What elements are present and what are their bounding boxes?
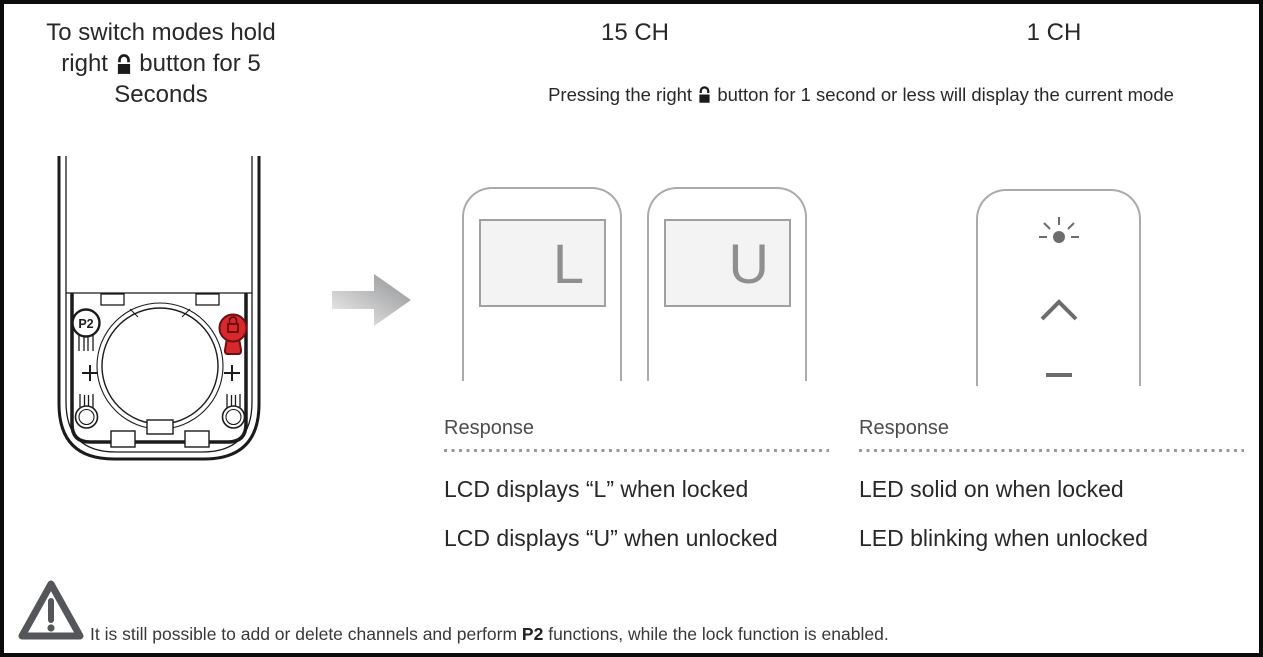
footer-note: It is still possible to add or delete ch… — [90, 624, 889, 644]
lcd-letter-unlocked: U — [728, 231, 769, 295]
lock-icon — [227, 316, 239, 333]
dotted-divider — [444, 449, 829, 452]
lcd-letter-locked: L — [552, 231, 584, 295]
mode-switch-instruction: To switch modes hold right button for 5 … — [28, 17, 294, 110]
response-section-lcd: Response LCD displays “L” when locked LC… — [444, 417, 829, 550]
p2-label: P2 — [78, 317, 93, 331]
response-item: LED blinking when unlocked — [859, 525, 1148, 551]
response-section-led: Response LED solid on when locked LED bl… — [859, 417, 1244, 550]
plus-marks — [82, 365, 240, 381]
remote-body-outline — [57, 156, 261, 461]
arrow-right-icon — [332, 272, 412, 333]
lcd-screen-locked: L — [479, 219, 606, 307]
lock-icon — [115, 50, 133, 77]
bottom-keyholes — [74, 394, 246, 429]
remote-led-diagram — [976, 189, 1141, 386]
chevron-up-icon — [1040, 299, 1078, 321]
lock-icon — [697, 84, 712, 105]
instruction-line-2: right button for 5 — [61, 50, 261, 77]
remote-back-diagram: P2 — [54, 156, 264, 471]
instruction-line-3: Seconds — [114, 81, 208, 108]
lcd-screen-unlocked: U — [664, 219, 791, 307]
response-heading: Response — [444, 417, 535, 439]
response-item: LCD displays “L” when locked — [444, 476, 749, 502]
response-item: LED solid on when locked — [859, 476, 1124, 502]
current-mode-note: Pressing the right button for 1 second o… — [548, 84, 1174, 105]
mode-1ch-heading: 1 CH — [1026, 19, 1082, 46]
remote-lcd-unlocked: U — [647, 187, 807, 381]
remote-lcd-locked: L — [462, 187, 622, 381]
battery-icon — [96, 302, 224, 435]
battery-compartment-rim — [70, 293, 248, 444]
mode-15ch-heading: 15 CH — [600, 19, 670, 46]
instruction-line-1: To switch modes hold — [46, 19, 276, 46]
led-icon — [1039, 217, 1079, 243]
p2-button: P2 — [71, 308, 101, 351]
dotted-divider — [859, 449, 1244, 452]
warning-icon — [18, 578, 84, 649]
lock-button-red — [218, 313, 248, 355]
response-item: LCD displays “U” when unlocked — [444, 525, 778, 551]
response-heading: Response — [859, 417, 950, 439]
